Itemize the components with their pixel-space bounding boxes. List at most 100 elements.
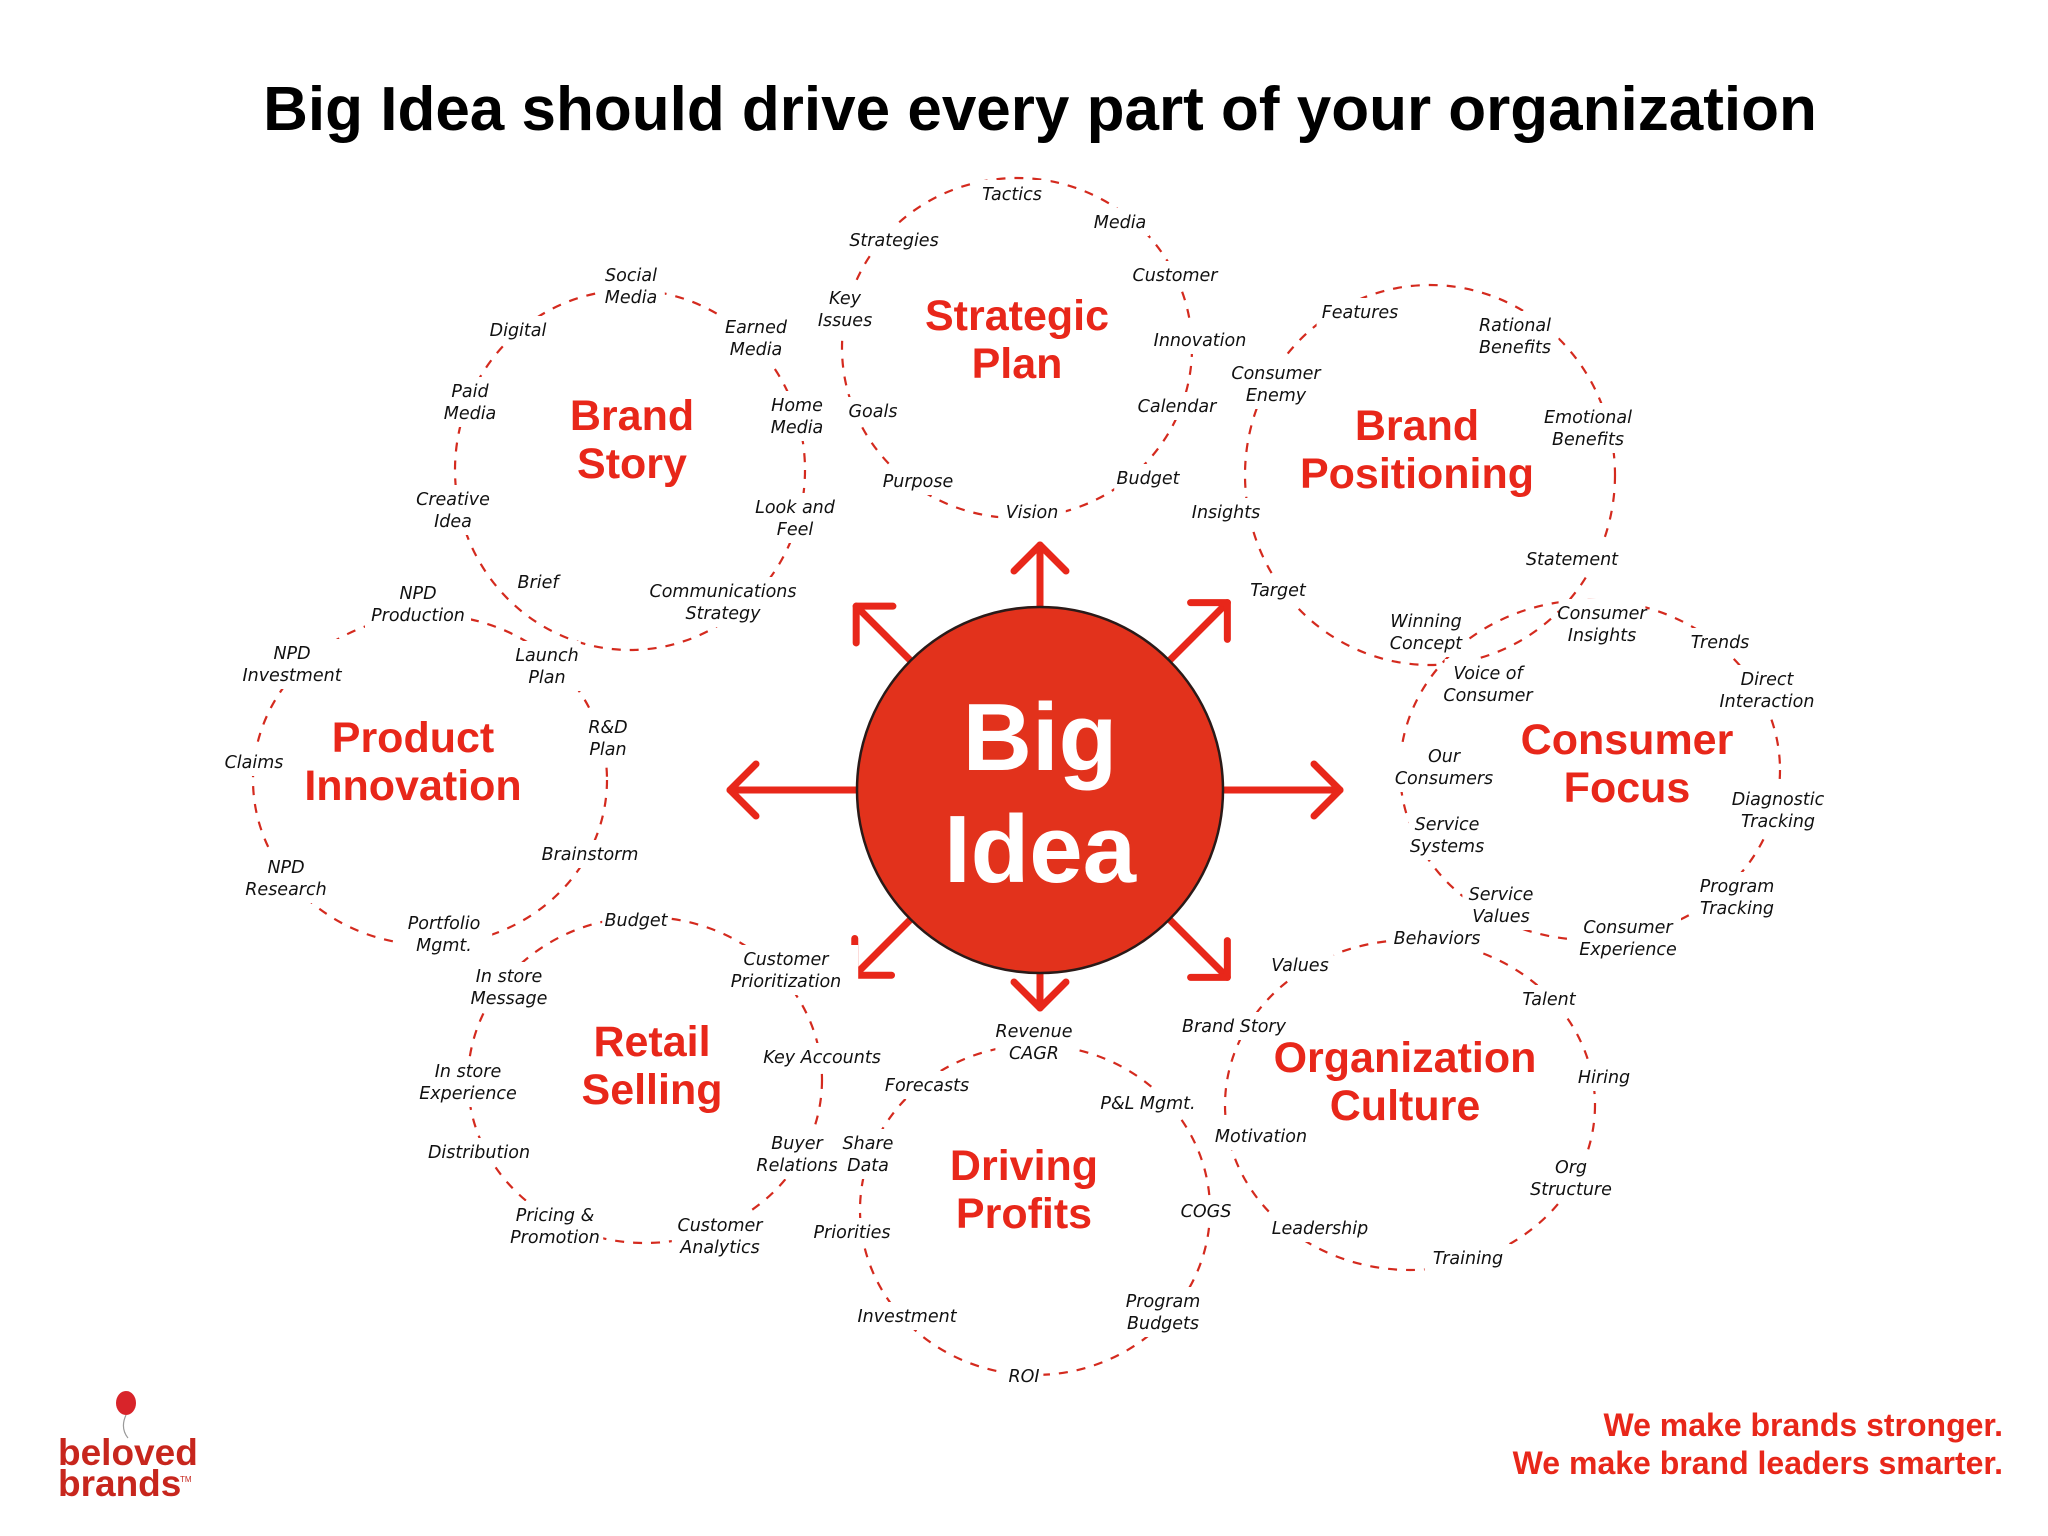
brand-positioning-item: Features [1316,298,1404,326]
brand-story-item-text: Media [730,340,783,360]
brand-story-item-text: Strategy [686,604,762,624]
big-idea-node: Big Idea [855,605,1225,975]
driving-profits-item-text: Forecasts [885,1076,969,1096]
organization-culture-item: Motivation [1208,1122,1314,1150]
product-innovation-item-text: Investment [242,666,342,686]
driving-profits-item-text: CAGR [1009,1044,1059,1064]
product-innovation-item-text: NPD [273,644,310,664]
retail-selling-item: Pricing &Promotion [506,1201,604,1251]
strategic-plan-item-text: Issues [818,311,872,331]
arrow-upper-left [852,602,917,667]
consumer-focus-item-text: Diagnostic [1732,790,1825,810]
strategic-plan-title-line1: Strategic [925,292,1109,340]
organization-culture-item: Values [1266,951,1334,979]
driving-profits-item: COGS [1181,1197,1232,1225]
consumer-focus-item-text: Voice of [1453,664,1525,684]
consumer-focus-item-text: Direct [1741,670,1795,690]
consumer-focus-item-text: Our [1428,747,1462,767]
arrow-upper-right [1163,599,1231,667]
big-idea-circle [855,605,1225,975]
logo-trademark: TM [180,1475,192,1484]
product-innovation-item-text: Brainstorm [542,845,639,865]
arrow-down [1010,966,1070,1012]
consumer-focus-item-text: Interaction [1720,692,1815,712]
product-innovation-item: Claims [220,748,288,776]
arrow-right [1216,760,1344,820]
consumer-focus-item-text: Values [1472,907,1529,927]
brand-story-title-line1: Brand [570,392,694,440]
beloved-brands-logo: beloved brands TM [58,1391,198,1504]
strategic-plan-item: Innovation [1147,326,1253,354]
retail-selling-item-text: Prioritization [731,972,842,992]
product-innovation-item: Brainstorm [537,840,643,868]
logo-line2: brands [58,1463,181,1504]
strategic-plan-item: Customer [1131,261,1219,289]
brand-story-item: Digital [479,316,557,344]
organization-culture-item-text: Values [1271,956,1328,976]
organization-culture-item: Talent [1515,985,1583,1013]
retail-selling-item-text: Message [471,989,548,1009]
brand-story-title-line2: Story [577,440,687,488]
brand-story-item-text: Look and [755,498,836,518]
retail-selling-item-text: Relations [756,1156,837,1176]
consumer-focus-item-text: Service [1415,815,1480,835]
retail-selling-item-text: Promotion [510,1228,600,1248]
strategic-plan-item: Budget [1114,464,1182,492]
brand-positioning-item-text: Enemy [1246,386,1307,406]
driving-profits-item-text: Priorities [814,1223,891,1243]
driving-profits-item-text: Budgets [1127,1314,1199,1334]
strategic-plan-item: Purpose [879,467,957,495]
brand-positioning-item: Statement [1523,545,1621,573]
organization-culture-item-text: Training [1433,1249,1503,1269]
brand-story-item-text: Social [605,266,657,286]
brand-story-item-text: Home [771,396,823,416]
retail-selling-item-text: Pricing & [516,1206,595,1226]
strategic-plan-item-text: Key [829,289,862,309]
tagline-line1: We make brands stronger. [1603,1407,2003,1443]
organization-culture-title-line1: Organization [1274,1034,1537,1082]
brand-positioning-item-text: Statement [1526,550,1619,570]
retail-selling-item-text: Key Accounts [763,1048,881,1068]
organization-culture-item-text: Org [1555,1158,1587,1178]
brand-story-item-text: Earned [725,318,788,338]
brand-positioning-circle [1243,283,1617,667]
product-innovation-item-text: NPD [399,584,436,604]
arrow-up [1010,541,1070,614]
brand-positioning-item-text: Features [1322,303,1399,323]
strategic-plan-item-text: Calendar [1138,397,1218,417]
brand-story-item-text: Digital [490,321,547,341]
arrow-lower-left [851,913,917,979]
product-innovation-item-text: Plan [589,740,626,760]
brand-story-item-text: Communications [649,582,796,602]
brand-story-item-text: Media [771,418,824,438]
brand-story-item-text: Feel [777,520,814,540]
retail-selling-item: Budget [602,906,670,934]
strategic-plan-item-text: Strategies [849,231,938,251]
organization-culture-item-text: Talent [1522,990,1576,1010]
logo-line1: beloved [58,1432,198,1473]
consumer-focus-item-text: Systems [1410,837,1484,857]
driving-profits-item-text: COGS [1181,1202,1232,1222]
driving-profits-item-text: Revenue [996,1022,1073,1042]
consumer-focus-item-text: Tracking [1700,899,1774,919]
brand-story-item-text: Creative [416,490,490,510]
consumer-focus-title-line2: Focus [1564,764,1691,812]
brand-positioning-item-text: Insights [1192,503,1260,523]
organization-culture-item-text: Motivation [1215,1127,1307,1147]
consumer-focus-item-text: Insights [1568,626,1636,646]
